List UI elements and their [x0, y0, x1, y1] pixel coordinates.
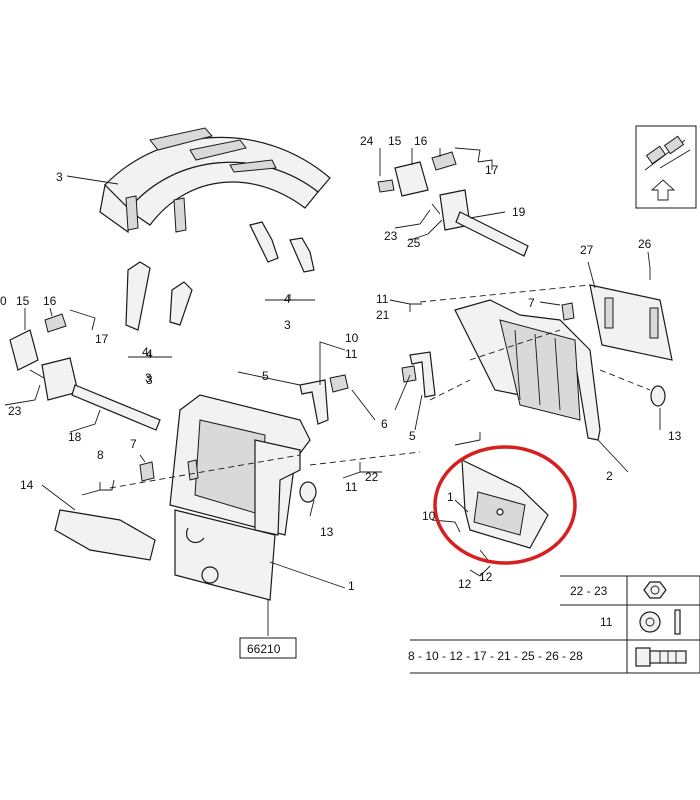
- callout-label: 2: [606, 469, 613, 483]
- callout-label: 4: [146, 347, 153, 361]
- callout-label: 5: [409, 429, 416, 443]
- orientation-icon-box: [635, 125, 697, 209]
- callout-label: 23: [8, 404, 22, 418]
- callout-label: 7: [528, 296, 535, 310]
- callout-label: 1: [348, 579, 355, 593]
- callout-label: 11: [376, 292, 389, 306]
- callout-label: 13: [668, 429, 682, 443]
- callout-label: 4: [284, 292, 291, 306]
- callout-label: 11: [345, 347, 358, 361]
- callout-label: 18: [68, 430, 82, 444]
- callout-label: 12: [479, 570, 493, 584]
- arrow-up-icon: [650, 179, 676, 201]
- callout-label: 22: [365, 470, 379, 484]
- callout-label: 19: [512, 205, 526, 219]
- callout-label: 10: [345, 331, 359, 345]
- callout-label: 3: [146, 373, 153, 387]
- plate-part-1-highlighted: [461, 459, 549, 549]
- callout-label: 12: [458, 577, 472, 591]
- mudguard-part-3: [99, 127, 331, 234]
- callout-label: 15: [388, 134, 402, 148]
- callout-label: 21: [376, 308, 390, 322]
- strip-part-4-left: [125, 261, 193, 331]
- callout-label: 5: [262, 369, 269, 383]
- callout-label: 3: [145, 371, 152, 385]
- linkage-part-18: [9, 313, 161, 431]
- callout-label: 3: [56, 170, 63, 184]
- callout-label: 17: [95, 332, 109, 346]
- callout-label: 26: [638, 237, 652, 251]
- legend-label-bolts: 8 - 10 - 12 - 17 - 21 - 25 - 26 - 28: [408, 649, 583, 663]
- mudguard-part-2: [454, 299, 601, 441]
- footer-code-box: [239, 637, 297, 659]
- callout-label: 10: [422, 509, 436, 523]
- callout-label: 15: [16, 294, 30, 308]
- callout-label: 7: [130, 437, 137, 451]
- spring-part-7-left: [139, 461, 155, 482]
- callout-label: 16: [414, 134, 428, 148]
- callout-label: 8: [97, 448, 104, 462]
- callout-label: 14: [20, 478, 34, 492]
- footer-code: 66210: [247, 642, 281, 656]
- callout-label: 23: [384, 229, 398, 243]
- callout-label: 13: [320, 525, 334, 539]
- callout-label: 6: [381, 417, 388, 431]
- callout-label: 25: [407, 236, 421, 250]
- ring-part-13-left: [299, 481, 317, 503]
- bracket-part-5-right: [401, 351, 436, 398]
- fastener-legend: [410, 575, 700, 674]
- callout-label: 3: [284, 318, 291, 332]
- callout-label: 27: [580, 243, 594, 257]
- linkage-part-19: [377, 151, 529, 257]
- bracket-part-1: [169, 394, 311, 601]
- callout-label: 24: [360, 134, 374, 148]
- callout-label: 16: [43, 294, 57, 308]
- ring-part-13-right: [650, 385, 666, 407]
- plate-part-14: [54, 509, 156, 561]
- highlight-circle: [433, 445, 577, 565]
- washer-icon: [639, 609, 681, 635]
- strip-part-4-top: [249, 221, 315, 273]
- hex-nut-icon: [643, 581, 667, 599]
- callout-label: 17: [485, 163, 499, 177]
- bracket-part-5: [299, 374, 349, 425]
- callout-label: 11: [345, 480, 358, 494]
- callout-label: 0: [0, 294, 7, 308]
- plate-part-27: [589, 284, 673, 361]
- bolt-icon: [635, 647, 687, 667]
- spring-part-7-right: [561, 302, 575, 321]
- legend-label-nuts: 22 - 23: [570, 584, 608, 598]
- callout-label: 4: [142, 345, 149, 359]
- legend-label-washers: 11: [600, 615, 613, 629]
- callout-label: 1: [447, 490, 454, 504]
